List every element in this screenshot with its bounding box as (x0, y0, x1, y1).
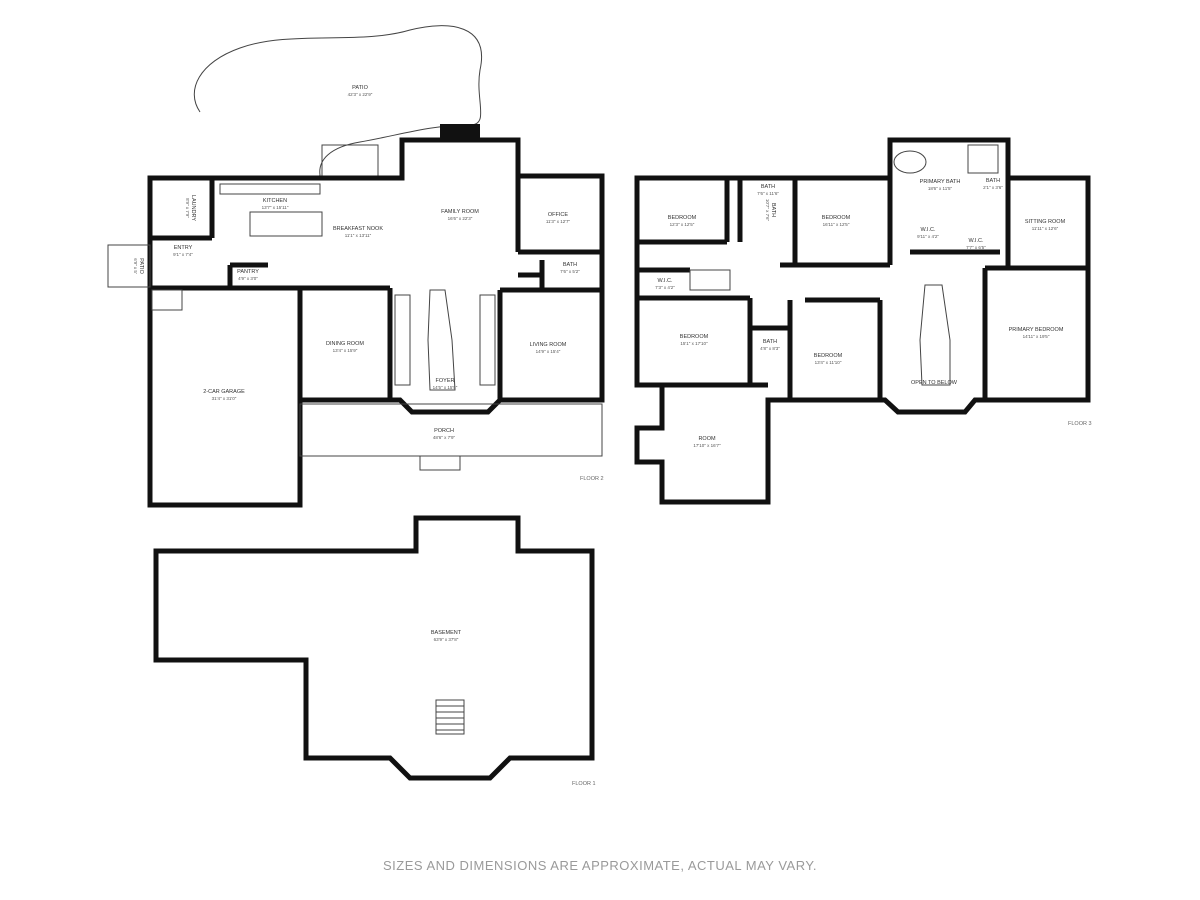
pantry-label: PANTRY (237, 269, 259, 275)
bath-d-label: BATH (763, 339, 777, 345)
bath-a-label: BATH (761, 184, 775, 190)
wic-b-dim: 7'7" x 6'5" (966, 245, 986, 250)
bedroom-a-dim: 12'3" x 12'5" (670, 222, 695, 227)
breakfast-nook-label: BREAKFAST NOOK (333, 226, 383, 232)
hall-stairs (689, 269, 731, 291)
wic-c-label: W.I.C. (658, 278, 673, 284)
floor-2-outer-wall (147, 137, 605, 508)
side-patio-dim: 6'9" x 5' (133, 258, 138, 274)
bedroom-a-label: BEDROOM (668, 215, 697, 221)
floor-2-inner-walls (150, 176, 602, 400)
floor-3-outer-wall (634, 137, 1091, 505)
primary-bath-label: PRIMARY BATH (920, 179, 961, 185)
kitchen-dim: 13'7" x 15'11" (262, 205, 289, 210)
foyer-dim: 14'5" x 15'5" (433, 385, 458, 390)
bath-floor2-dim: 7'6" x 5'2" (560, 269, 580, 274)
bath-c-dim: 2'1" x 3'6" (983, 185, 1003, 190)
laundry-dim: 8'9" x 7'9" (185, 198, 190, 218)
fireplace (440, 124, 480, 140)
office-dim: 11'3" x 12'7" (546, 219, 571, 224)
pantry-dim: 4'9" x 3'0" (238, 276, 258, 281)
floor-1-plan: BASEMENT 63'9" x 37'8" FLOOR 1 (153, 515, 596, 787)
garage-label: 2-CAR GARAGE (203, 389, 245, 395)
bedroom-d-dim: 13'4" x 11'10" (815, 360, 842, 365)
sitting-room-dim: 11'11" x 12'6" (1032, 226, 1059, 231)
foyer-label: FOYER (436, 378, 455, 384)
porch-dim: 48'6" x 7'9" (433, 435, 456, 440)
family-room-dim: 16'6" x 22'3" (448, 216, 473, 221)
patio-dim: 42'3" x 22'9" (348, 92, 373, 97)
upper-stairs (919, 284, 951, 386)
wic-a-label: W.I.C. (921, 227, 936, 233)
basement-dim: 63'9" x 37'8" (434, 637, 459, 642)
kitchen-counter (219, 183, 321, 195)
wic-c-dim: 7'3" x 4'2" (655, 285, 675, 290)
side-patio (107, 244, 151, 288)
bath-c-label: BATH (986, 178, 1000, 184)
patio-steps (321, 144, 379, 181)
entry-dim: 9'1" x 7'4" (173, 252, 193, 257)
living-room-dim: 14'9" x 15'4" (536, 349, 561, 354)
floor-2-label: FLOOR 2 (580, 476, 604, 482)
bedroom-c-dim: 15'1" x 17'10" (680, 341, 708, 346)
floor-1-label: FLOOR 1 (572, 781, 596, 787)
wic-b-label: W.I.C. (969, 238, 984, 244)
foyer-rail-left (394, 294, 411, 386)
breakfast-nook-dim: 11'1" x 13'11" (345, 233, 372, 238)
bedroom-c-label: BEDROOM (680, 334, 709, 340)
garage-dim: 31'4" x 31'0" (212, 396, 237, 401)
bedroom-b-label: BEDROOM (822, 215, 851, 221)
primary-bath-dim: 18'6" x 11'5" (928, 186, 953, 191)
bath-a-dim: 7'6" x 11'6" (757, 191, 779, 196)
living-room-label: LIVING ROOM (530, 342, 567, 348)
floor-3-label: FLOOR 3 (1068, 421, 1092, 427)
wic-a-dim: 9'11" x 4'2" (917, 234, 939, 239)
porch-steps (419, 455, 461, 471)
primary-bedroom-label: PRIMARY BEDROOM (1009, 327, 1064, 333)
patio-outline (193, 25, 482, 181)
bath-d-dim: 4'8" x 8'3" (760, 346, 780, 351)
garage-steps (151, 289, 183, 311)
open-to-below-label: OPEN TO BELOW (911, 380, 958, 386)
dining-room-label: DINING ROOM (326, 341, 364, 347)
bath-floor2-label: BATH (563, 262, 577, 268)
bedroom-b-dim: 16'11" x 12'5" (823, 222, 850, 227)
sitting-room-label: SITTING ROOM (1025, 219, 1066, 225)
floor-3-plan: BEDROOM 12'3" x 12'5" BATH 7'6" x 11'6" … (634, 137, 1092, 505)
laundry-label: LAUNDRY (190, 195, 196, 222)
basement-label: BASEMENT (431, 630, 462, 636)
family-room-label: FAMILY ROOM (441, 209, 479, 215)
porch-outline (299, 403, 603, 457)
primary-bedroom-dim: 14'11" x 19'5" (1023, 334, 1050, 339)
basement-outer-wall (153, 515, 595, 781)
bedroom-d-label: BEDROOM (814, 353, 843, 359)
kitchen-island (249, 211, 323, 237)
room-dim: 17'10" x 16'7" (693, 443, 721, 448)
porch-label: PORCH (434, 428, 454, 434)
bathtub (893, 150, 927, 174)
bath-b-dim: 10'7" x 7'6" (765, 199, 770, 222)
office-label: OFFICE (548, 212, 568, 218)
dining-room-dim: 13'4" x 15'9" (333, 348, 358, 353)
shower (967, 144, 999, 174)
room-label: ROOM (698, 436, 716, 442)
disclaimer-text: SIZES AND DIMENSIONS ARE APPROXIMATE, AC… (383, 858, 817, 873)
entry-label: ENTRY (174, 245, 193, 251)
patio-label: PATIO (352, 85, 368, 91)
bath-b-label: BATH (770, 203, 776, 217)
kitchen-label: KITCHEN (263, 198, 287, 204)
floor-2-plan: PATIO 42'3" x 22'9" FAMILY ROOM 16'6" x … (107, 25, 605, 508)
foyer-rail-right (479, 294, 496, 386)
floor-3-inner-walls (637, 178, 1088, 400)
foyer-stairs (427, 289, 456, 391)
basement-stairs (435, 699, 465, 735)
side-patio-label: PATIO (138, 258, 144, 274)
